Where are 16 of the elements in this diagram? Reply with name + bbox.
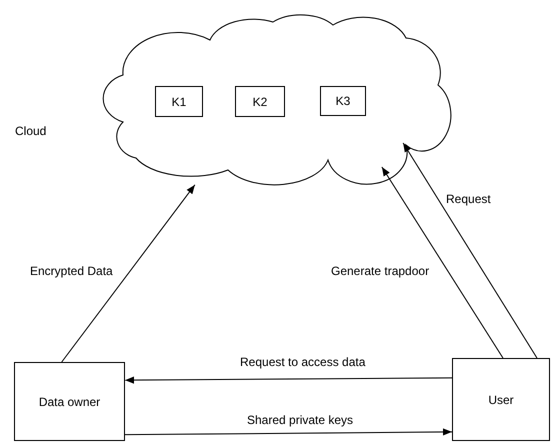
node-label: Data owner — [38, 394, 100, 410]
arrow — [402, 142, 538, 358]
node-label: K3 — [336, 93, 350, 110]
arrow — [381, 166, 504, 358]
process-box — [452, 358, 550, 441]
process-box — [320, 86, 366, 116]
process-box — [155, 86, 203, 117]
arrow — [61, 184, 196, 362]
node-label: User — [488, 392, 514, 408]
node-label: K2 — [252, 94, 268, 110]
text-label: Cloud — [15, 123, 46, 140]
node-label: K1 — [172, 94, 186, 110]
process-box — [235, 86, 285, 117]
arrow — [124, 428, 452, 436]
arrow — [124, 376, 452, 384]
process-box — [14, 362, 125, 441]
